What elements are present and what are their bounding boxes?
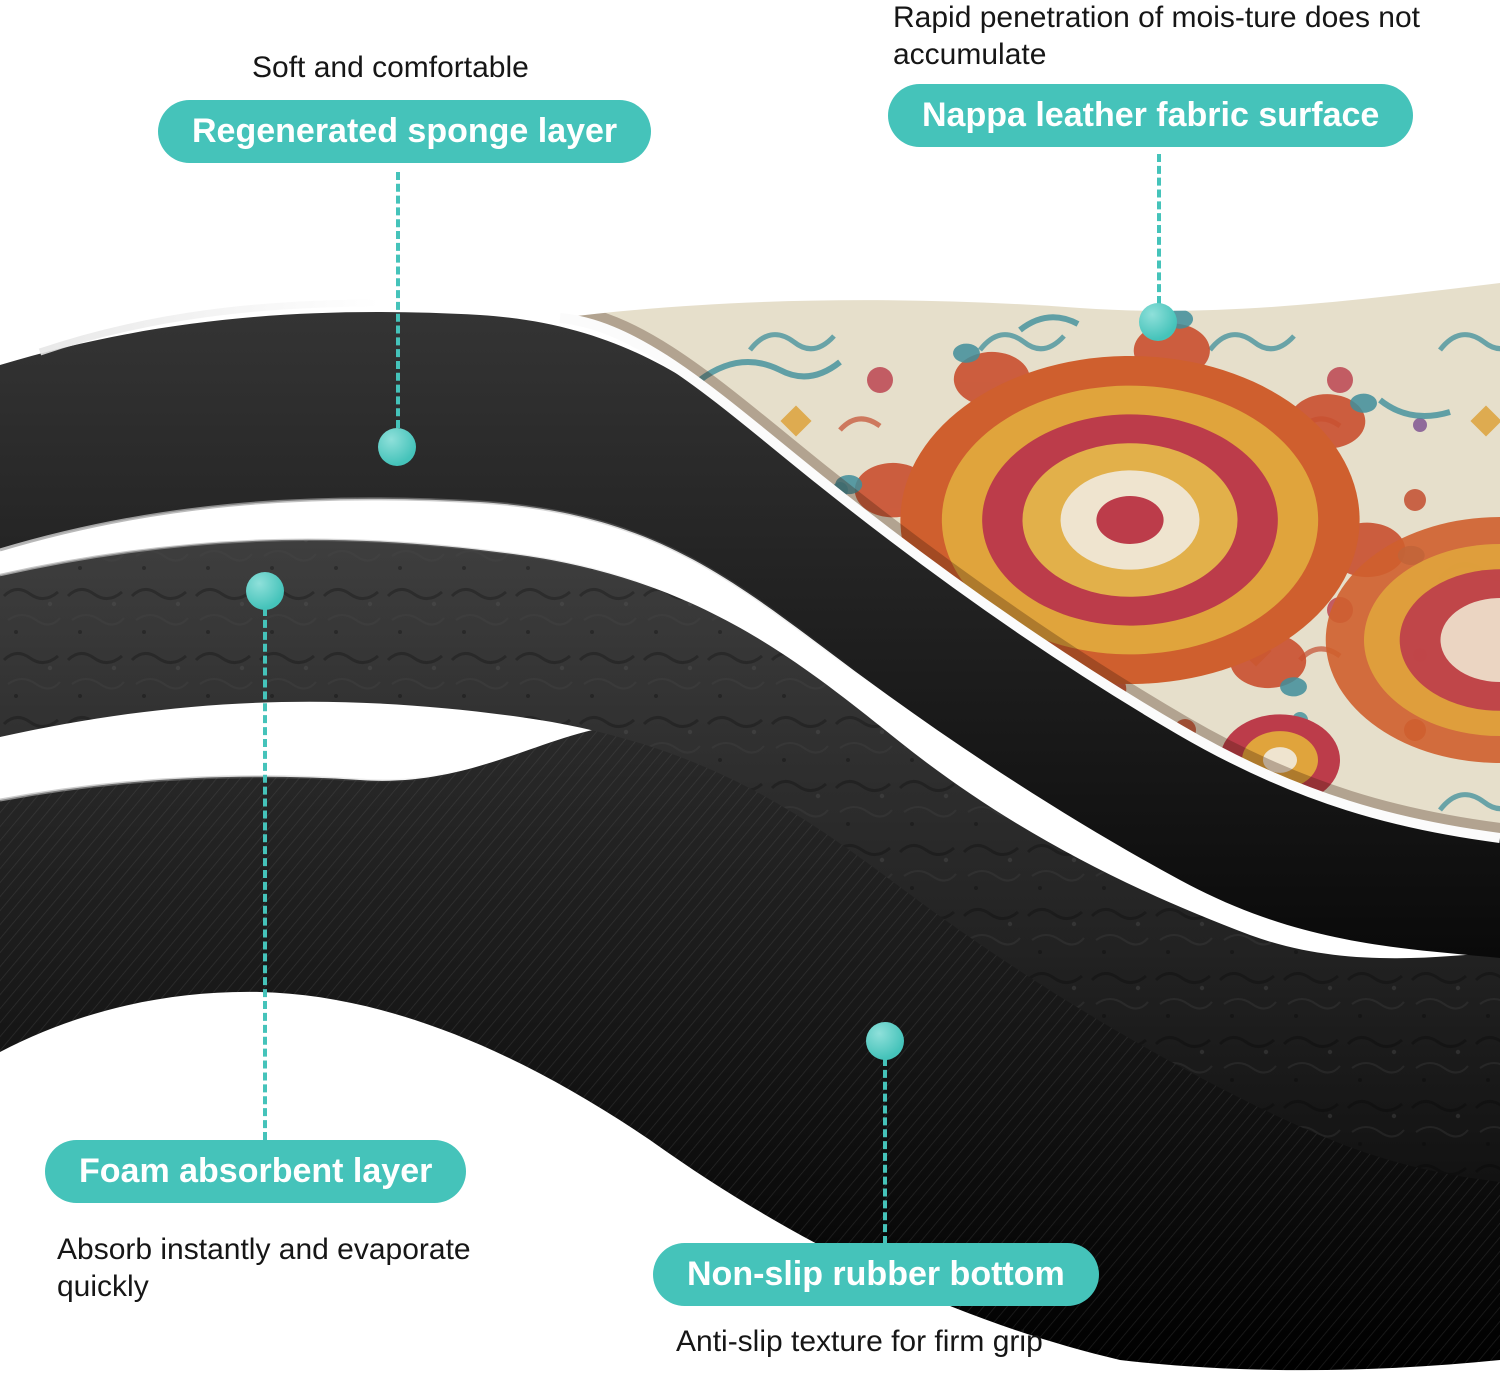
rubber-label-pill: Non-slip rubber bottom	[653, 1243, 1099, 1306]
foam-caption: Absorb instantly and evaporate quickly	[57, 1233, 471, 1303]
rubber-layer	[0, 723, 1500, 1371]
rubber-callout-dot-icon	[866, 1022, 904, 1060]
sponge-label-pill: Regenerated sponge layer	[158, 100, 652, 163]
sponge-callout-line	[396, 172, 400, 428]
surface-callout-line	[1157, 154, 1161, 304]
foam-callout-line	[263, 608, 267, 1140]
surface-callout-dot-icon	[1139, 303, 1177, 341]
sponge-callout-dot-icon	[378, 428, 416, 466]
sponge-layer	[0, 299, 1500, 959]
surface-label-pill: Nappa leather fabric surface	[888, 84, 1414, 147]
mat-edge-binding	[559, 313, 1500, 843]
surface-caption: Rapid penetration of mois-ture does not …	[893, 1, 1420, 71]
sponge-caption: Soft and comfortable	[252, 51, 529, 84]
foam-label-pill: Foam absorbent layer	[45, 1140, 467, 1203]
foam-layer	[0, 538, 1500, 1182]
rubber-caption: Anti-slip texture for firm grip	[676, 1325, 1043, 1358]
foam-callout-dot-icon	[246, 572, 284, 610]
rubber-callout-line	[883, 1058, 887, 1244]
